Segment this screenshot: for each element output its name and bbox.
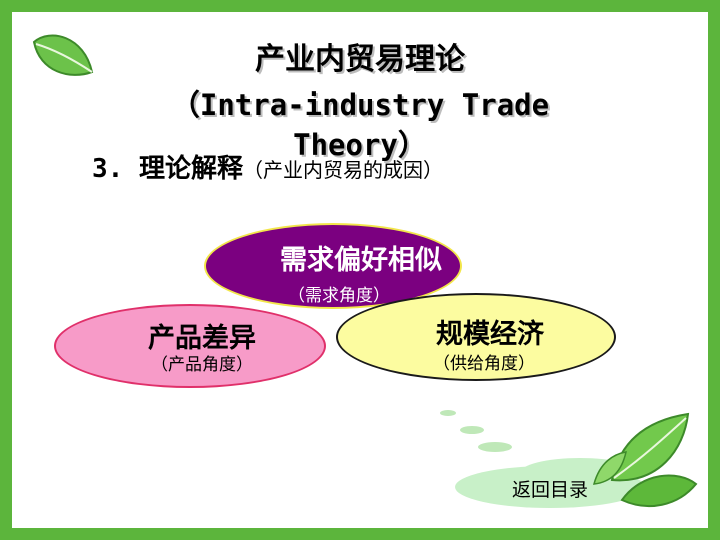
slide-title-english-end: Theory） [293,128,427,162]
circle-demand-label: 需求偏好相似 [280,245,442,276]
circle-demand-sub: （需求角度） [288,286,390,306]
point-head: 理论解释 [138,154,243,184]
circle-product-label: 产品差异 [148,323,256,354]
point-heading: 3. 理论解释（产业内贸易的成因） [92,148,443,185]
slide-title-english: （Intra-industry Trade [170,88,550,122]
back-to-contents-button[interactable]: 返回目录 [511,479,588,501]
circle-demand[interactable] [204,223,462,309]
point-detail: （产业内贸易的成因） [242,158,443,182]
leaves-icon [592,412,698,507]
circle-product[interactable] [54,304,326,388]
slide-title: 产业内贸易理论 [255,42,465,77]
leaf-icon [32,34,94,76]
point-number: 3. [92,154,124,184]
circle-scale-label: 规模经济 [436,319,544,350]
circle-scale[interactable] [336,293,616,381]
circle-scale-sub: （供给角度） [433,354,535,374]
decor-dot [460,426,484,434]
decor-dot [478,442,512,452]
circle-product-sub: （产品角度） [151,355,253,375]
decor-dot [440,410,456,416]
